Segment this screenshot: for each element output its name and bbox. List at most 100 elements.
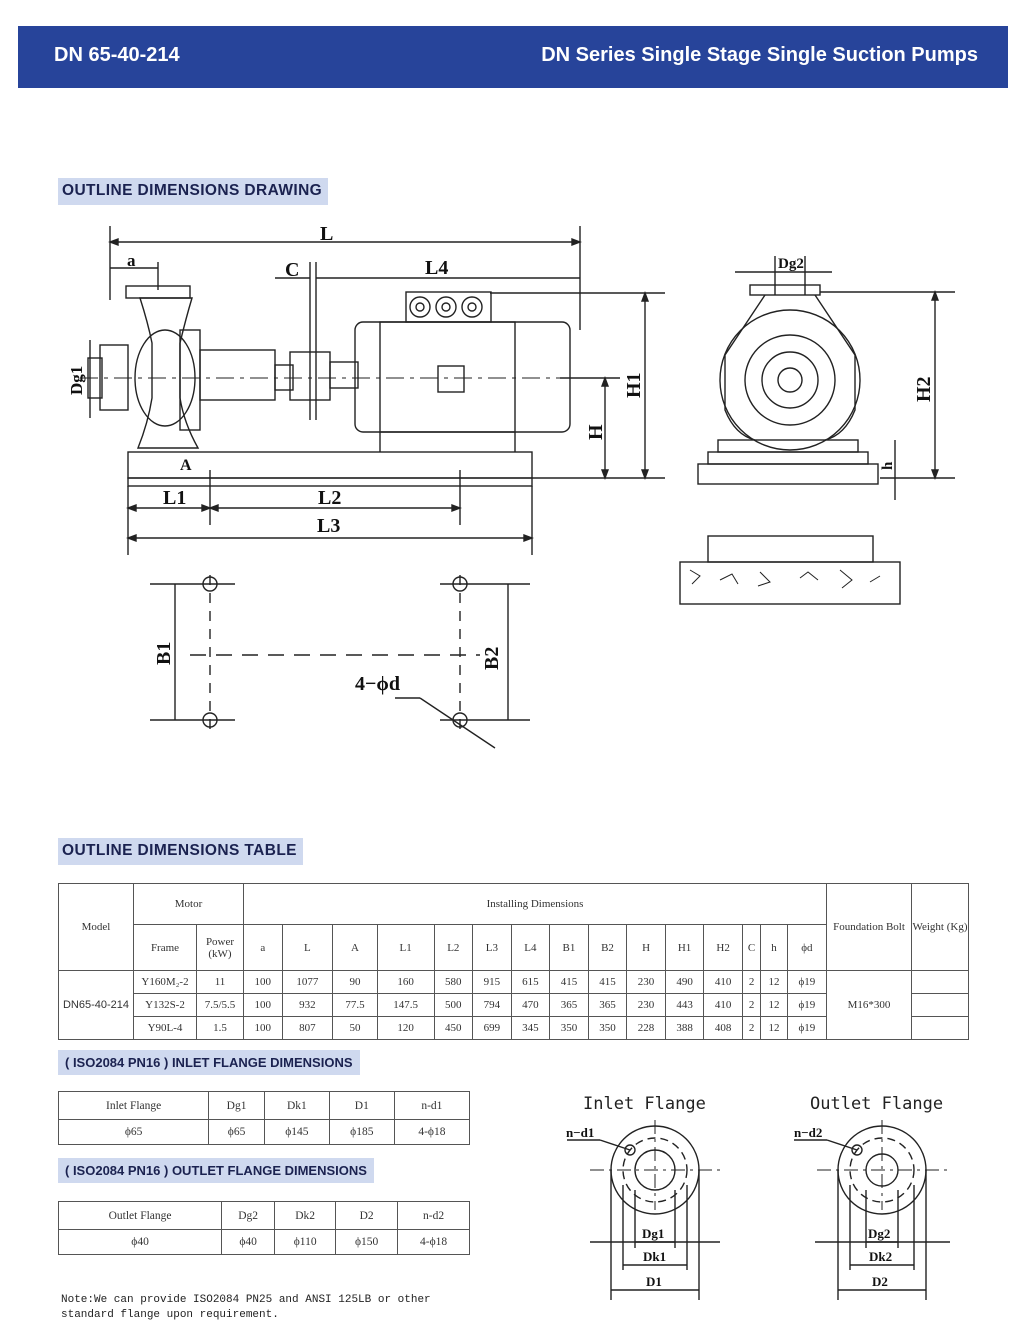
label-Dk2: Dk2 — [869, 1249, 892, 1264]
inlet-header: n-d1 — [393, 1091, 471, 1120]
outlet-flange-drawing: n−d2 Dg2 Dk2 D2 — [794, 1120, 950, 1300]
label-Dg1: Dg1 — [67, 366, 86, 395]
series-title: DN Series Single Stage Single Suction Pu… — [541, 44, 978, 66]
dim-cell: 450 — [433, 1016, 474, 1040]
label-nd2: n−d2 — [794, 1125, 822, 1140]
label-B2: B2 — [481, 647, 503, 670]
dim-cell: 915 — [472, 970, 512, 994]
label-Dg2: Dg2 — [778, 256, 804, 272]
dim-cell: 1077 — [281, 970, 334, 994]
label-D1: D1 — [646, 1274, 662, 1289]
bolt-header: Foundation Bolt — [826, 883, 912, 971]
inlet-header: Dg1 — [208, 1091, 265, 1120]
dim-cell: 100 — [243, 970, 283, 994]
dim-cell: 415 — [549, 970, 589, 994]
motor-header: Motor — [133, 883, 244, 925]
inlet-header: Inlet Flange — [57, 1091, 210, 1120]
inlet-value: ϕ65 — [208, 1119, 265, 1145]
dim-cell: ϕ19 — [786, 1016, 828, 1040]
dim-cell: 345 — [510, 1016, 551, 1040]
dim-header-L: L — [281, 924, 334, 971]
dim-cell: 160 — [376, 970, 435, 994]
label-A: A — [180, 457, 192, 474]
side-view-drawing: Dg2 H2 h — [679, 256, 955, 605]
dim-header-a: a — [243, 924, 283, 971]
label-L4: L4 — [425, 257, 448, 279]
inlet-value: ϕ65 — [57, 1119, 210, 1145]
dim-cell: 794 — [472, 993, 512, 1017]
dim-cell: 388 — [664, 1016, 705, 1040]
dim-cell: 2 — [741, 970, 762, 994]
inlet-header: D1 — [328, 1091, 395, 1120]
dim-cell: 365 — [549, 993, 589, 1017]
dim-header-h: h — [760, 924, 788, 971]
dim-cell: 615 — [510, 970, 551, 994]
dim-cell: 120 — [376, 1016, 435, 1040]
label-flange-Dg2: Dg2 — [868, 1226, 890, 1241]
table-row: Y90L-4 1.5 100 807 50 120 450 699 345 35… — [59, 1016, 969, 1040]
weight-cell — [911, 970, 969, 994]
label-flange-Dg1: Dg1 — [642, 1226, 664, 1241]
dim-header-L4: L4 — [510, 924, 551, 971]
dim-cell: 699 — [472, 1016, 512, 1040]
frame-cell: Y160M₂-2 — [133, 970, 197, 994]
dim-cell: 230 — [626, 993, 666, 1017]
outline-drawing: L a C L4 A L1 L2 L3 Dg1 H H1 B1 B2 4−ϕd — [67, 223, 665, 749]
outlet-value: ϕ110 — [274, 1229, 337, 1255]
dim-cell: 350 — [587, 1016, 628, 1040]
outlet-header: Outlet Flange — [57, 1201, 223, 1230]
label-C: C — [285, 259, 299, 281]
label-nd1: n−d1 — [566, 1125, 594, 1140]
weight-cell — [911, 993, 969, 1017]
dim-cell: 147.5 — [376, 993, 435, 1017]
dim-cell: 365 — [587, 993, 628, 1017]
dim-header-L3: L3 — [472, 924, 512, 971]
section-table-title: OUTLINE DIMENSIONS TABLE — [58, 838, 303, 865]
dim-header-B2: B2 — [587, 924, 628, 971]
label-Dk1: Dk1 — [643, 1249, 666, 1264]
outlet-value: ϕ40 — [57, 1229, 223, 1255]
weight-cell — [911, 1016, 969, 1040]
dim-cell: 410 — [703, 970, 743, 994]
dim-cell: ϕ19 — [786, 993, 828, 1017]
outlet-flange-table: Outlet Flange Dg2 Dk2 D2 n-d2 ϕ40 ϕ40 ϕ1… — [57, 1201, 470, 1255]
footnote: Note:We can provide ISO2084 PN25 and ANS… — [61, 1294, 431, 1321]
dim-cell: 580 — [433, 970, 474, 994]
label-B1: B1 — [153, 642, 175, 665]
inlet-flange-title: Inlet Flange — [583, 1094, 706, 1114]
outlet-value: ϕ150 — [335, 1229, 399, 1255]
dim-header-H1: H1 — [664, 924, 705, 971]
weight-header: Weight (Kg) — [911, 883, 969, 971]
inlet-flange-drawing: n−d1 Dg1 Dk1 D1 — [566, 1120, 720, 1300]
label-L3: L3 — [317, 515, 340, 537]
label-h: h — [880, 461, 896, 470]
model-header: Model — [58, 883, 134, 971]
dim-header-C: C — [741, 924, 762, 971]
dim-header-H2: H2 — [703, 924, 743, 971]
label-L1: L1 — [163, 487, 186, 509]
bolt-cell: M16*300 — [826, 970, 912, 1040]
dim-cell: 807 — [281, 1016, 334, 1040]
inlet-flange-table: Inlet Flange Dg1 Dk1 D1 n-d1 ϕ65 ϕ65 ϕ14… — [57, 1091, 471, 1145]
label-L: L — [320, 223, 333, 245]
dim-cell: 500 — [433, 993, 474, 1017]
label-L2: L2 — [318, 487, 341, 509]
power-cell: 7.5/5.5 — [196, 993, 244, 1017]
inlet-value: ϕ145 — [263, 1119, 330, 1145]
frame-header: Frame — [133, 924, 197, 971]
outline-dimensions-table: Model Motor Installing Dimensions Founda… — [58, 883, 969, 1040]
dim-cell: 443 — [664, 993, 705, 1017]
power-cell: 11 — [196, 970, 244, 994]
dim-cell: 230 — [626, 970, 666, 994]
header-banner: DN 65-40-214 DN Series Single Stage Sing… — [18, 26, 1008, 88]
dim-cell: 50 — [332, 1016, 378, 1040]
power-header: Power (kW) — [196, 924, 244, 971]
dim-cell: 90 — [332, 970, 378, 994]
section-outlet-title: ( ISO2084 PN16 ) OUTLET FLANGE DIMENSION… — [58, 1158, 374, 1183]
dim-cell: 100 — [243, 993, 283, 1017]
frame-cell: Y90L-4 — [133, 1016, 197, 1040]
dim-header-A: A — [332, 924, 378, 971]
dim-cell: 2 — [741, 1016, 762, 1040]
dim-cell: 12 — [760, 970, 788, 994]
dim-header-L2: L2 — [433, 924, 474, 971]
